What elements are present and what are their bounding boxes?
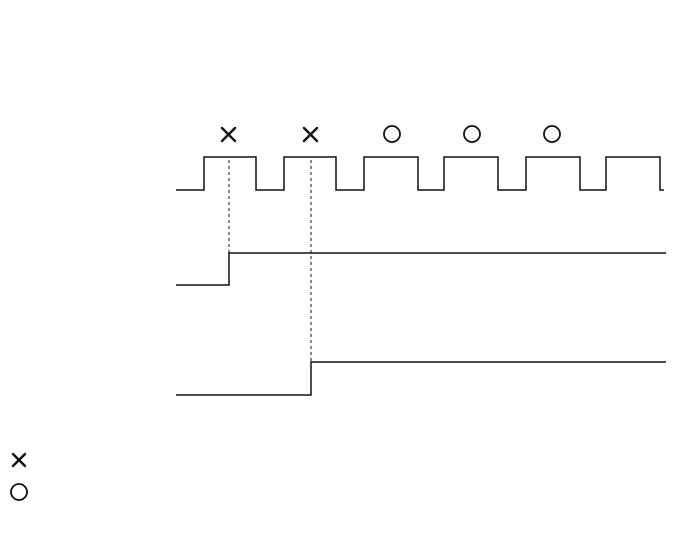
waveforms	[176, 156, 666, 396]
legend-cross-mark	[11, 452, 27, 468]
pulse-marks	[220, 125, 561, 143]
pulse-1-cross-mark	[220, 126, 237, 143]
pulse-5-circle-mark	[543, 125, 561, 143]
legend-circle-mark	[10, 483, 28, 501]
signal-2-waveform	[176, 361, 666, 396]
signal-1-waveform	[176, 252, 666, 286]
clock-waveform	[176, 156, 664, 191]
pulse-2-cross-mark	[302, 126, 319, 143]
pulse-4-circle-mark	[463, 125, 481, 143]
pulse-3-circle-mark	[383, 125, 401, 143]
legend	[10, 452, 28, 501]
guide-lines	[228, 160, 312, 395]
